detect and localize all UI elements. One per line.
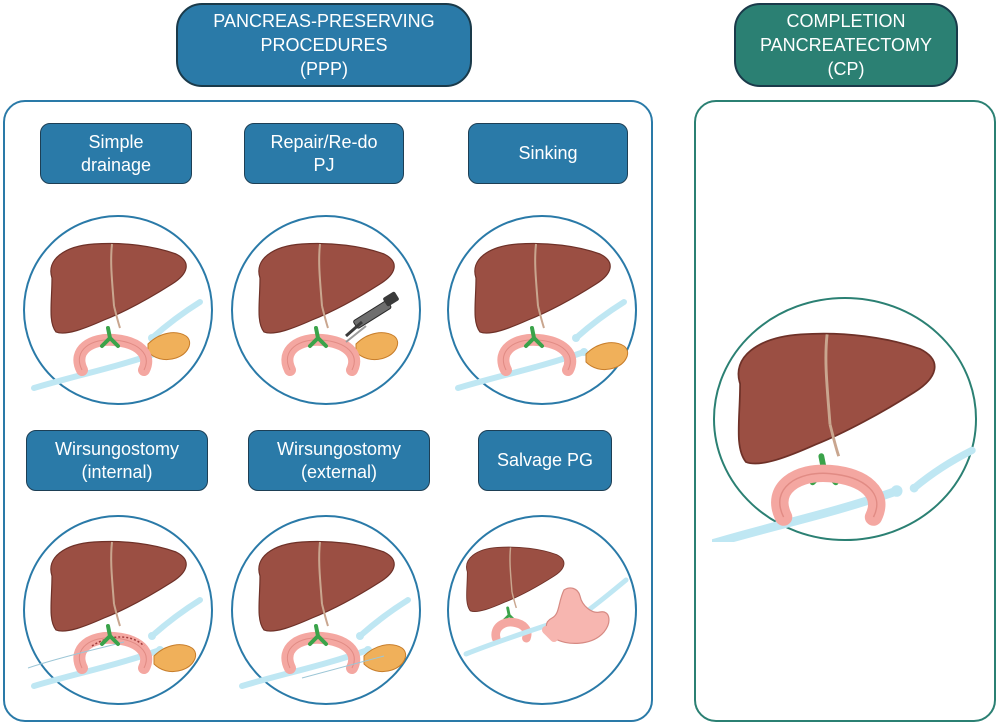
label-salvage-pg: Salvage PG [478,430,612,491]
cp-header: COMPLETION PANCREATECTOMY (CP) [734,3,958,87]
liver-sinking-icon [447,215,637,405]
liver-stomach-salvage-icon [447,515,637,705]
cp-header-line3: (CP) [827,59,865,79]
liver-completion-pancreatectomy-icon [712,297,977,542]
ppp-header: PANCREAS-PRESERVING PROCEDURES (PPP) [176,3,472,87]
liver-drainage-icon [23,215,213,405]
label-repair-redo-pj: Repair/Re-do PJ [244,123,404,184]
stomach-icon [542,587,610,644]
label-simple-drainage: Simple drainage [40,123,192,184]
ppp-header-line1: PANCREAS-PRESERVING [213,11,435,31]
cp-header-line1: COMPLETION [786,11,906,31]
liver-external-wirsungostomy-icon [231,515,421,705]
ppp-header-line3: (PPP) [299,59,348,79]
label-wirsungostomy-external: Wirsungostomy (external) [248,430,430,491]
liver-internal-wirsungostomy-icon [23,515,213,705]
ppp-header-line2: PROCEDURES [260,35,388,55]
label-sinking: Sinking [468,123,628,184]
liver-stapler-repair-icon [231,215,421,405]
stapler-icon [345,291,399,343]
cp-header-line2: PANCREATECTOMY [759,35,933,55]
label-wirsungostomy-internal: Wirsungostomy (internal) [26,430,208,491]
